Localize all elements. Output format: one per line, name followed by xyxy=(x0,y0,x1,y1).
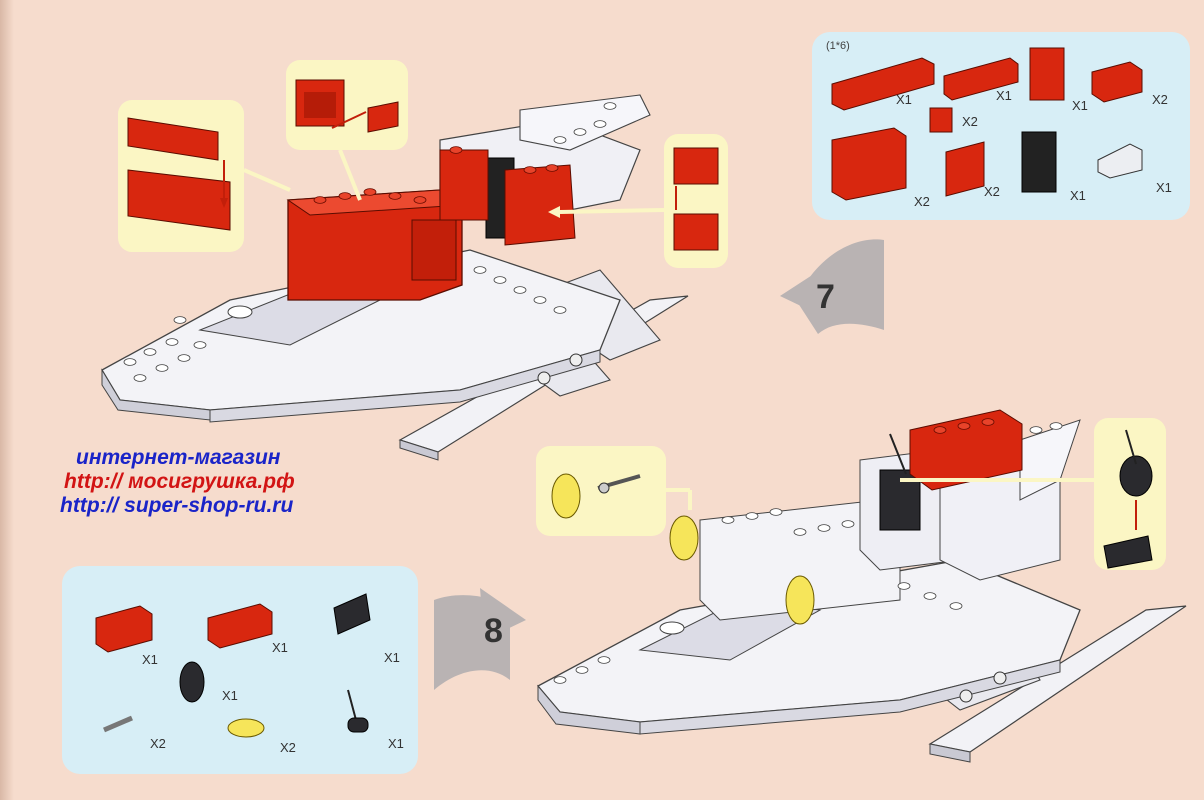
qty-label: X2 xyxy=(962,114,978,129)
brick-size-label: (1*6) xyxy=(826,40,850,52)
promo-url-2[interactable]: http:// super-shop-ru.ru xyxy=(60,494,294,517)
qty-label: X2 xyxy=(280,740,296,755)
step8-arrow-icon xyxy=(434,588,526,690)
promo-shop-label: интернет-магазин xyxy=(76,446,281,469)
step7-number: 7 xyxy=(816,278,835,316)
step8-boat-model xyxy=(536,409,1187,763)
step7-arrow-icon xyxy=(780,239,884,334)
step8-number: 8 xyxy=(484,612,503,650)
step7-parts xyxy=(831,47,1143,201)
qty-label: X1 xyxy=(1070,188,1086,203)
page-fold-shadow xyxy=(0,0,14,800)
step7-boat-model xyxy=(101,94,689,461)
qty-label: X1 xyxy=(1072,98,1088,113)
qty-label: X1 xyxy=(996,88,1012,103)
qty-label: X2 xyxy=(914,194,930,209)
qty-label: X2 xyxy=(984,184,1000,199)
qty-label: X1 xyxy=(384,650,400,665)
callout-left-bricks xyxy=(127,117,231,231)
callout-propeller-parts xyxy=(551,473,641,519)
qty-label: X1 xyxy=(388,736,404,751)
promo-url-1[interactable]: http:// мосигрушка.рф xyxy=(64,470,295,493)
qty-label: X1 xyxy=(272,640,288,655)
qty-label: X1 xyxy=(896,92,912,107)
qty-label: X1 xyxy=(222,688,238,703)
step8-parts xyxy=(95,593,371,738)
callout-winch-parts xyxy=(1103,429,1153,569)
qty-label: X1 xyxy=(1156,180,1172,195)
qty-label: X1 xyxy=(142,652,158,667)
qty-label: X2 xyxy=(1152,92,1168,107)
qty-label: X2 xyxy=(150,736,166,751)
callout-window-parts xyxy=(295,79,399,133)
callout-right-bricks xyxy=(673,147,719,251)
